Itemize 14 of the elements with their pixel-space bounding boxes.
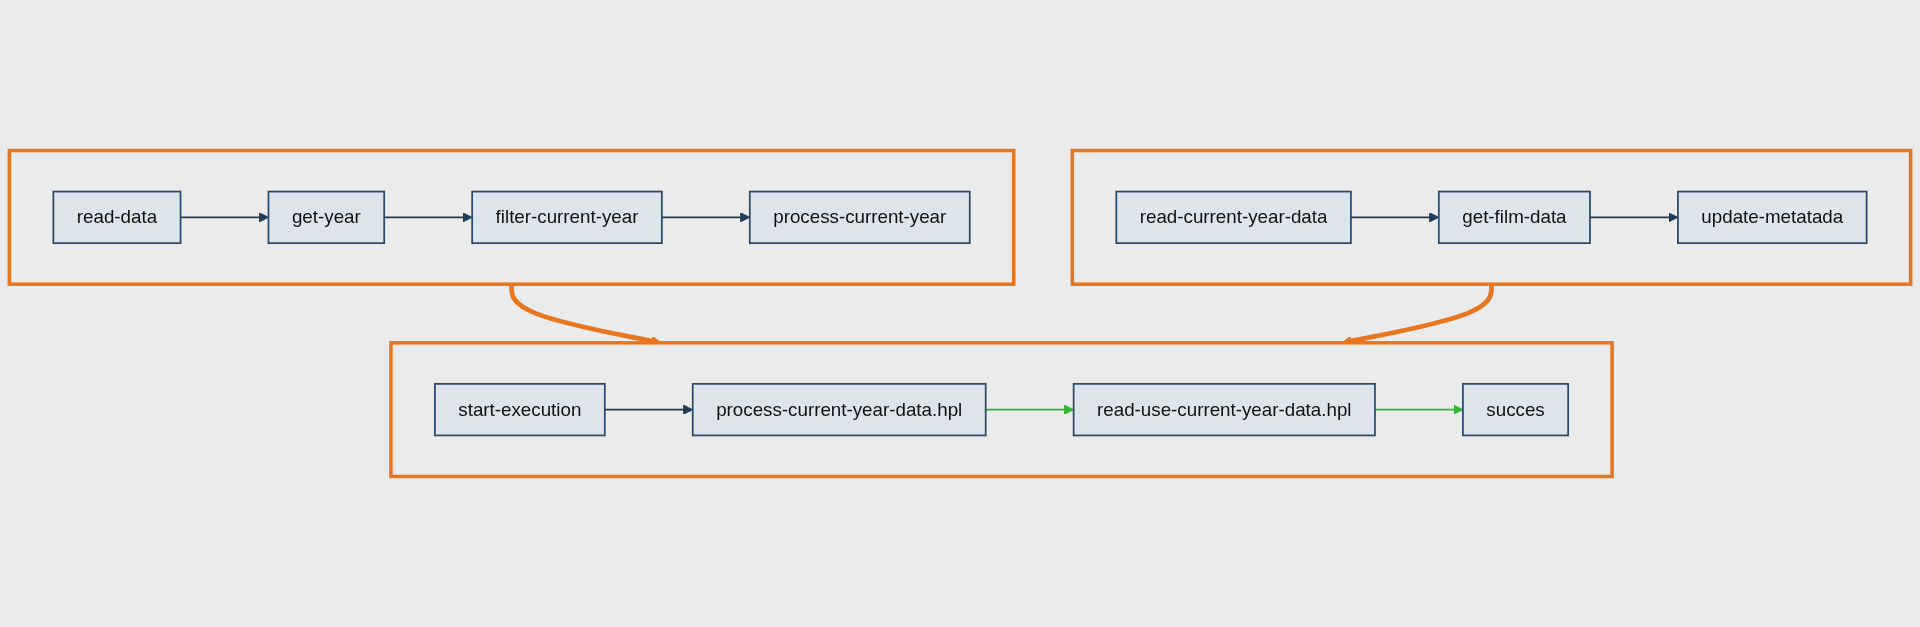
node-box: process-current-year-data.hpl — [691, 382, 987, 437]
cluster — [1070, 148, 1913, 286]
cluster — [7, 148, 1016, 286]
node-box: process-current-year — [748, 190, 971, 245]
node-box: filter-current-year — [471, 190, 663, 245]
node-box: read-current-year-data — [1115, 190, 1352, 245]
node-box: get-year — [267, 190, 386, 245]
node-box: read-use-current-year-data.hpl — [1072, 382, 1376, 437]
node-box: start-execution — [434, 382, 606, 437]
cluster — [389, 341, 1614, 479]
node-box: update-metatada — [1677, 190, 1868, 245]
node-box: get-film-data — [1437, 190, 1591, 245]
node-box: read-data — [52, 190, 182, 245]
node-box: succes — [1462, 382, 1570, 437]
